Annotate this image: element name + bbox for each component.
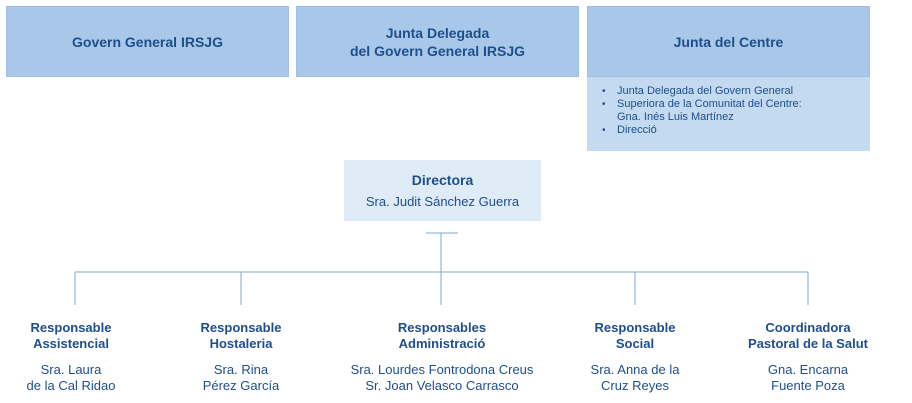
- responsible-names: Sra. Laura de la Cal Ridao: [26, 362, 116, 393]
- responsible-title: Coordinadora Pastoral de la Salut: [748, 320, 868, 351]
- list-item: • Junta Delegada del Govern General: [602, 85, 860, 98]
- director-title: Directora: [411, 172, 474, 188]
- responsible-title: Responsables Administració: [397, 320, 487, 351]
- responsible-title: Responsable Social: [594, 320, 676, 351]
- director-name: Sra. Judit Sánchez Guerra: [365, 194, 520, 209]
- govern-general-box: Govern General IRSJG: [6, 6, 289, 77]
- govern-general-label: Govern General IRSJG: [72, 33, 223, 50]
- responsible-title: Responsable Assistencial: [30, 320, 112, 351]
- list-item-subtext: Gna. Inés Luis Martínez: [617, 111, 734, 123]
- responsible-names: Sra. Lourdes Fontrodona Creus Sr. Joan V…: [350, 362, 534, 393]
- responsible-names: Sra. Anna de la Cruz Reyes: [590, 362, 680, 393]
- list-item-label: Direcció: [617, 124, 657, 136]
- list-item: • Direcció: [602, 124, 860, 137]
- director-box: Directora Sra. Judit Sánchez Guerra: [344, 160, 541, 221]
- bullet-icon: •: [602, 99, 606, 110]
- bullet-icon: •: [602, 125, 606, 136]
- junta-centre-label: Junta del Centre: [673, 33, 784, 50]
- junta-centre-box: Junta del Centre: [587, 6, 870, 77]
- junta-delegada-box: Junta Delegada del Govern General IRSJG: [296, 6, 579, 77]
- responsible-names: Gna. Encarna Fuente Poza: [767, 362, 849, 393]
- junta-delegada-label: Junta Delegada del Govern General IRSJG: [349, 24, 526, 59]
- list-item: • Superiora de la Comunitat del Centre: …: [602, 98, 860, 124]
- junta-centre-members-list: • Junta Delegada del Govern General • Su…: [587, 77, 870, 151]
- responsible-assistencial: Responsable Assistencial Sra. Laura de l…: [0, 320, 142, 394]
- responsible-social: Responsable Social Sra. Anna de la Cruz …: [566, 320, 704, 394]
- list-item-label: Superiora de la Comunitat del Centre:: [617, 98, 802, 110]
- responsible-hostaleria: Responsable Hostaleria Sra. Rina Pérez G…: [166, 320, 316, 394]
- coordinator-pastoral: Coordinadora Pastoral de la Salut Gna. E…: [722, 320, 894, 394]
- responsible-title: Responsable Hostaleria: [200, 320, 282, 351]
- responsible-names: Sra. Rina Pérez García: [202, 362, 280, 393]
- list-item-label: Junta Delegada del Govern General: [617, 85, 794, 97]
- bullet-icon: •: [602, 86, 606, 97]
- responsible-administracio: Responsables Administració Sra. Lourdes …: [326, 320, 558, 394]
